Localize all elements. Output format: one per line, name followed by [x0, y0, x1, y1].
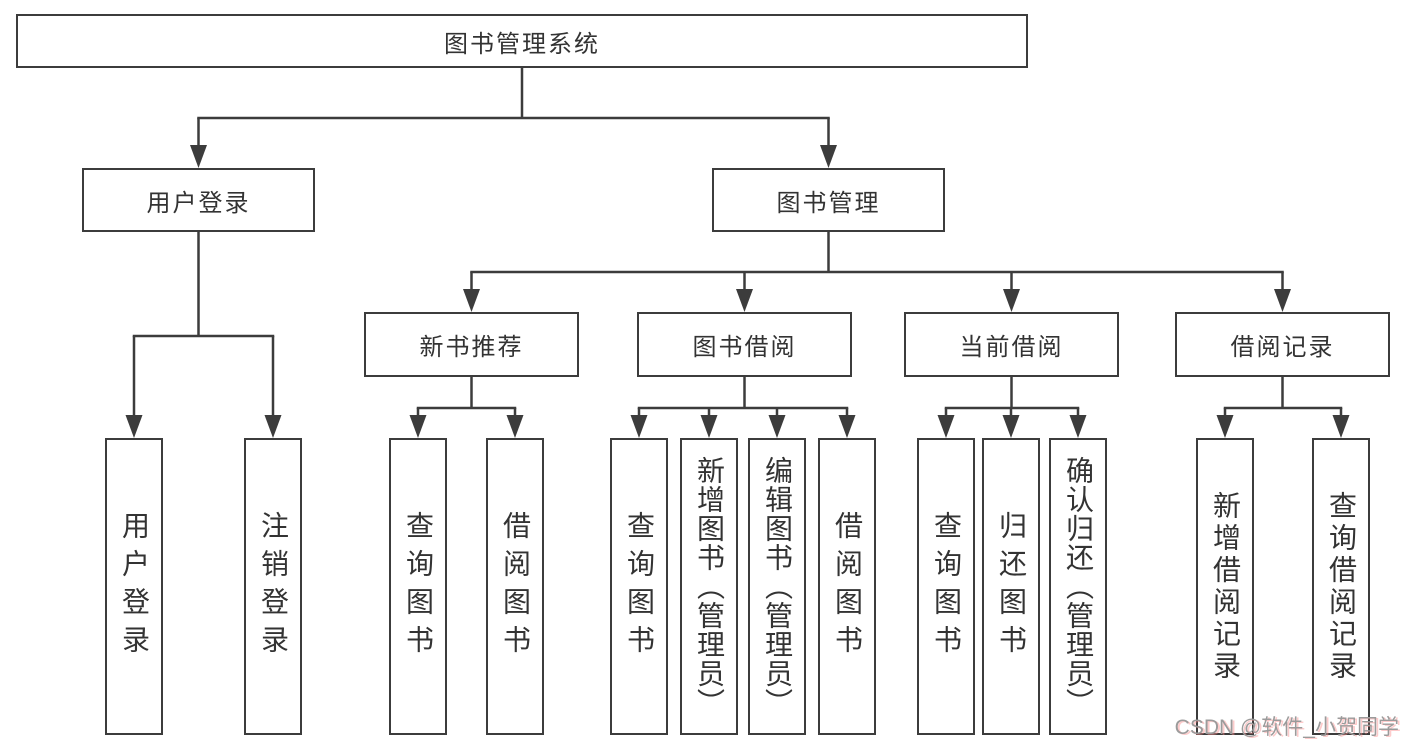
leaf-label: 查询借阅记录 — [1326, 490, 1357, 683]
leaf-label: 查询图书 — [624, 510, 655, 663]
leaf-label: 归还图书 — [996, 510, 1027, 663]
arrowhead — [1274, 289, 1291, 312]
arrowhead — [736, 289, 753, 312]
node-label: 图书管理 — [776, 189, 881, 217]
leaf-label: 新增借阅记录 — [1210, 490, 1241, 683]
arrowhead — [1002, 415, 1020, 438]
arrowhead — [768, 415, 786, 438]
arrowhead — [1332, 415, 1350, 438]
node-label: 用户登录 — [146, 189, 251, 217]
node-label: 当前借阅 — [959, 334, 1064, 361]
arrowhead — [125, 415, 143, 438]
node-label: 新书推荐 — [419, 334, 524, 361]
leaf-label: 查询图书 — [931, 510, 962, 663]
node-library-system: 图书管理系统 — [16, 14, 1028, 68]
arrowhead — [1216, 415, 1234, 438]
leaf-label: 用户登录 — [119, 510, 150, 663]
leaf-label: 新增图书（管理员） — [694, 456, 725, 717]
node-borrowing-records: 借阅记录 — [1175, 312, 1390, 377]
leaf-edit-books-admin: 编辑图书（管理员） — [748, 438, 806, 735]
arrowhead — [1003, 289, 1020, 312]
leaf-query-books-borrowing: 查询图书 — [610, 438, 668, 735]
arrowhead — [700, 415, 718, 438]
leaf-return-books: 归还图书 — [982, 438, 1040, 735]
node-new-book-recommendation: 新书推荐 — [364, 312, 579, 377]
node-book-borrowing: 图书借阅 — [637, 312, 852, 377]
leaf-confirm-return-admin: 确认归还（管理员） — [1049, 438, 1107, 735]
leaf-label: 编辑图书（管理员） — [762, 456, 793, 717]
leaf-label: 借阅图书 — [832, 510, 863, 663]
arrowhead — [463, 289, 480, 312]
leaf-query-books-recommend: 查询图书 — [389, 438, 447, 735]
csdn-watermark: CSDN @软件_小贺同学 — [1174, 716, 1399, 739]
arrowhead — [838, 415, 856, 438]
arrowhead — [190, 145, 207, 168]
arrowhead — [820, 145, 837, 168]
node-user-login: 用户登录 — [82, 168, 315, 232]
leaf-add-books-admin: 新增图书（管理员） — [680, 438, 738, 735]
node-label: 图书借阅 — [692, 334, 797, 361]
leaf-query-borrow-record: 查询借阅记录 — [1312, 438, 1370, 735]
leaf-user-login: 用户登录 — [105, 438, 163, 735]
arrowhead — [630, 415, 648, 438]
leaf-label: 查询图书 — [403, 510, 434, 663]
leaf-label: 借阅图书 — [500, 510, 531, 663]
leaf-add-borrow-record: 新增借阅记录 — [1196, 438, 1254, 735]
node-book-management: 图书管理 — [712, 168, 945, 232]
node-current-borrowing: 当前借阅 — [904, 312, 1119, 377]
node-label: 借阅记录 — [1230, 334, 1335, 361]
leaf-logout: 注销登录 — [244, 438, 302, 735]
arrowhead — [506, 415, 524, 438]
arrowheads — [125, 145, 1350, 438]
leaf-borrow-books-recommend: 借阅图书 — [486, 438, 544, 735]
arrowhead — [937, 415, 955, 438]
leaf-label: 确认归还（管理员） — [1063, 456, 1094, 717]
arrowhead — [264, 415, 282, 438]
leaf-label: 注销登录 — [258, 510, 289, 663]
leaf-borrow-books: 借阅图书 — [818, 438, 876, 735]
arrowhead — [409, 415, 427, 438]
arrowhead — [1069, 415, 1087, 438]
leaf-query-books-current: 查询图书 — [917, 438, 975, 735]
node-label: 图书管理系统 — [444, 30, 600, 58]
